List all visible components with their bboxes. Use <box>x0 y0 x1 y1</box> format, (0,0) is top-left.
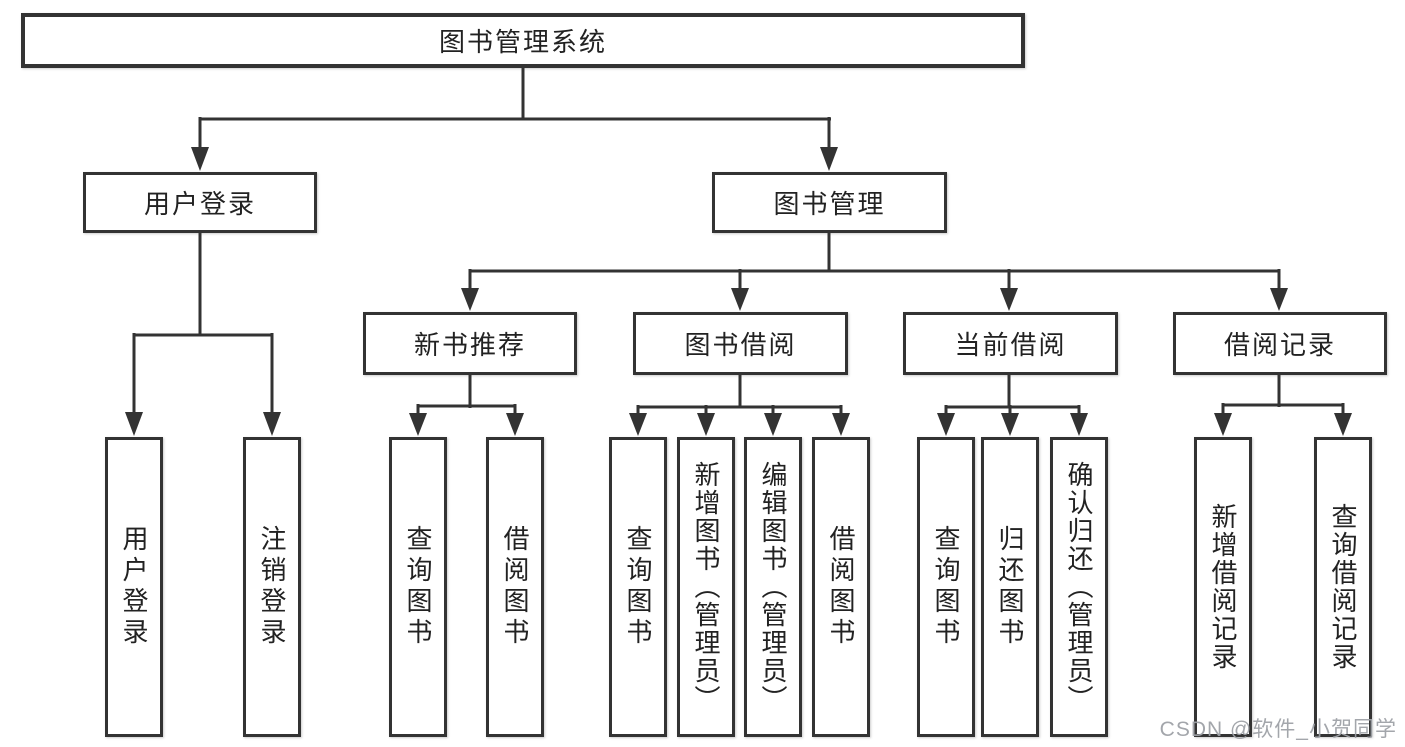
node-library-system: 图书管理系统 <box>21 13 1025 68</box>
leaf-search-books-recommend: 查询图书 <box>389 437 447 737</box>
node-current-borrowing: 当前借阅 <box>903 312 1118 375</box>
leaf-borrow-books: 借阅图书 <box>812 437 870 737</box>
csdn-watermark: CSDN @软件_小贺同学 <box>1159 718 1397 741</box>
node-book-management: 图书管理 <box>712 172 947 233</box>
leaf-search-books-current: 查询图书 <box>917 437 975 737</box>
leaf-return-books: 归还图书 <box>981 437 1039 737</box>
leaf-edit-books-admin: 编辑图书（管理员） <box>744 437 802 737</box>
node-user-login: 用户登录 <box>83 172 317 233</box>
leaf-borrow-books-recommend: 借阅图书 <box>486 437 544 737</box>
leaf-search-books: 查询图书 <box>609 437 667 737</box>
leaf-logout: 注销登录 <box>243 437 301 737</box>
leaf-add-borrow-record: 新增借阅记录 <box>1194 437 1252 737</box>
leaf-confirm-return-admin: 确认归还（管理员） <box>1050 437 1108 737</box>
node-new-book-recommend: 新书推荐 <box>363 312 577 375</box>
arrowheads <box>125 147 1352 436</box>
node-book-borrowing: 图书借阅 <box>633 312 848 375</box>
leaf-user-login: 用户登录 <box>105 437 163 737</box>
node-borrowing-records: 借阅记录 <box>1173 312 1387 375</box>
leaf-add-books-admin: 新增图书（管理员） <box>677 437 735 737</box>
leaf-search-borrow-record: 查询借阅记录 <box>1314 437 1372 737</box>
